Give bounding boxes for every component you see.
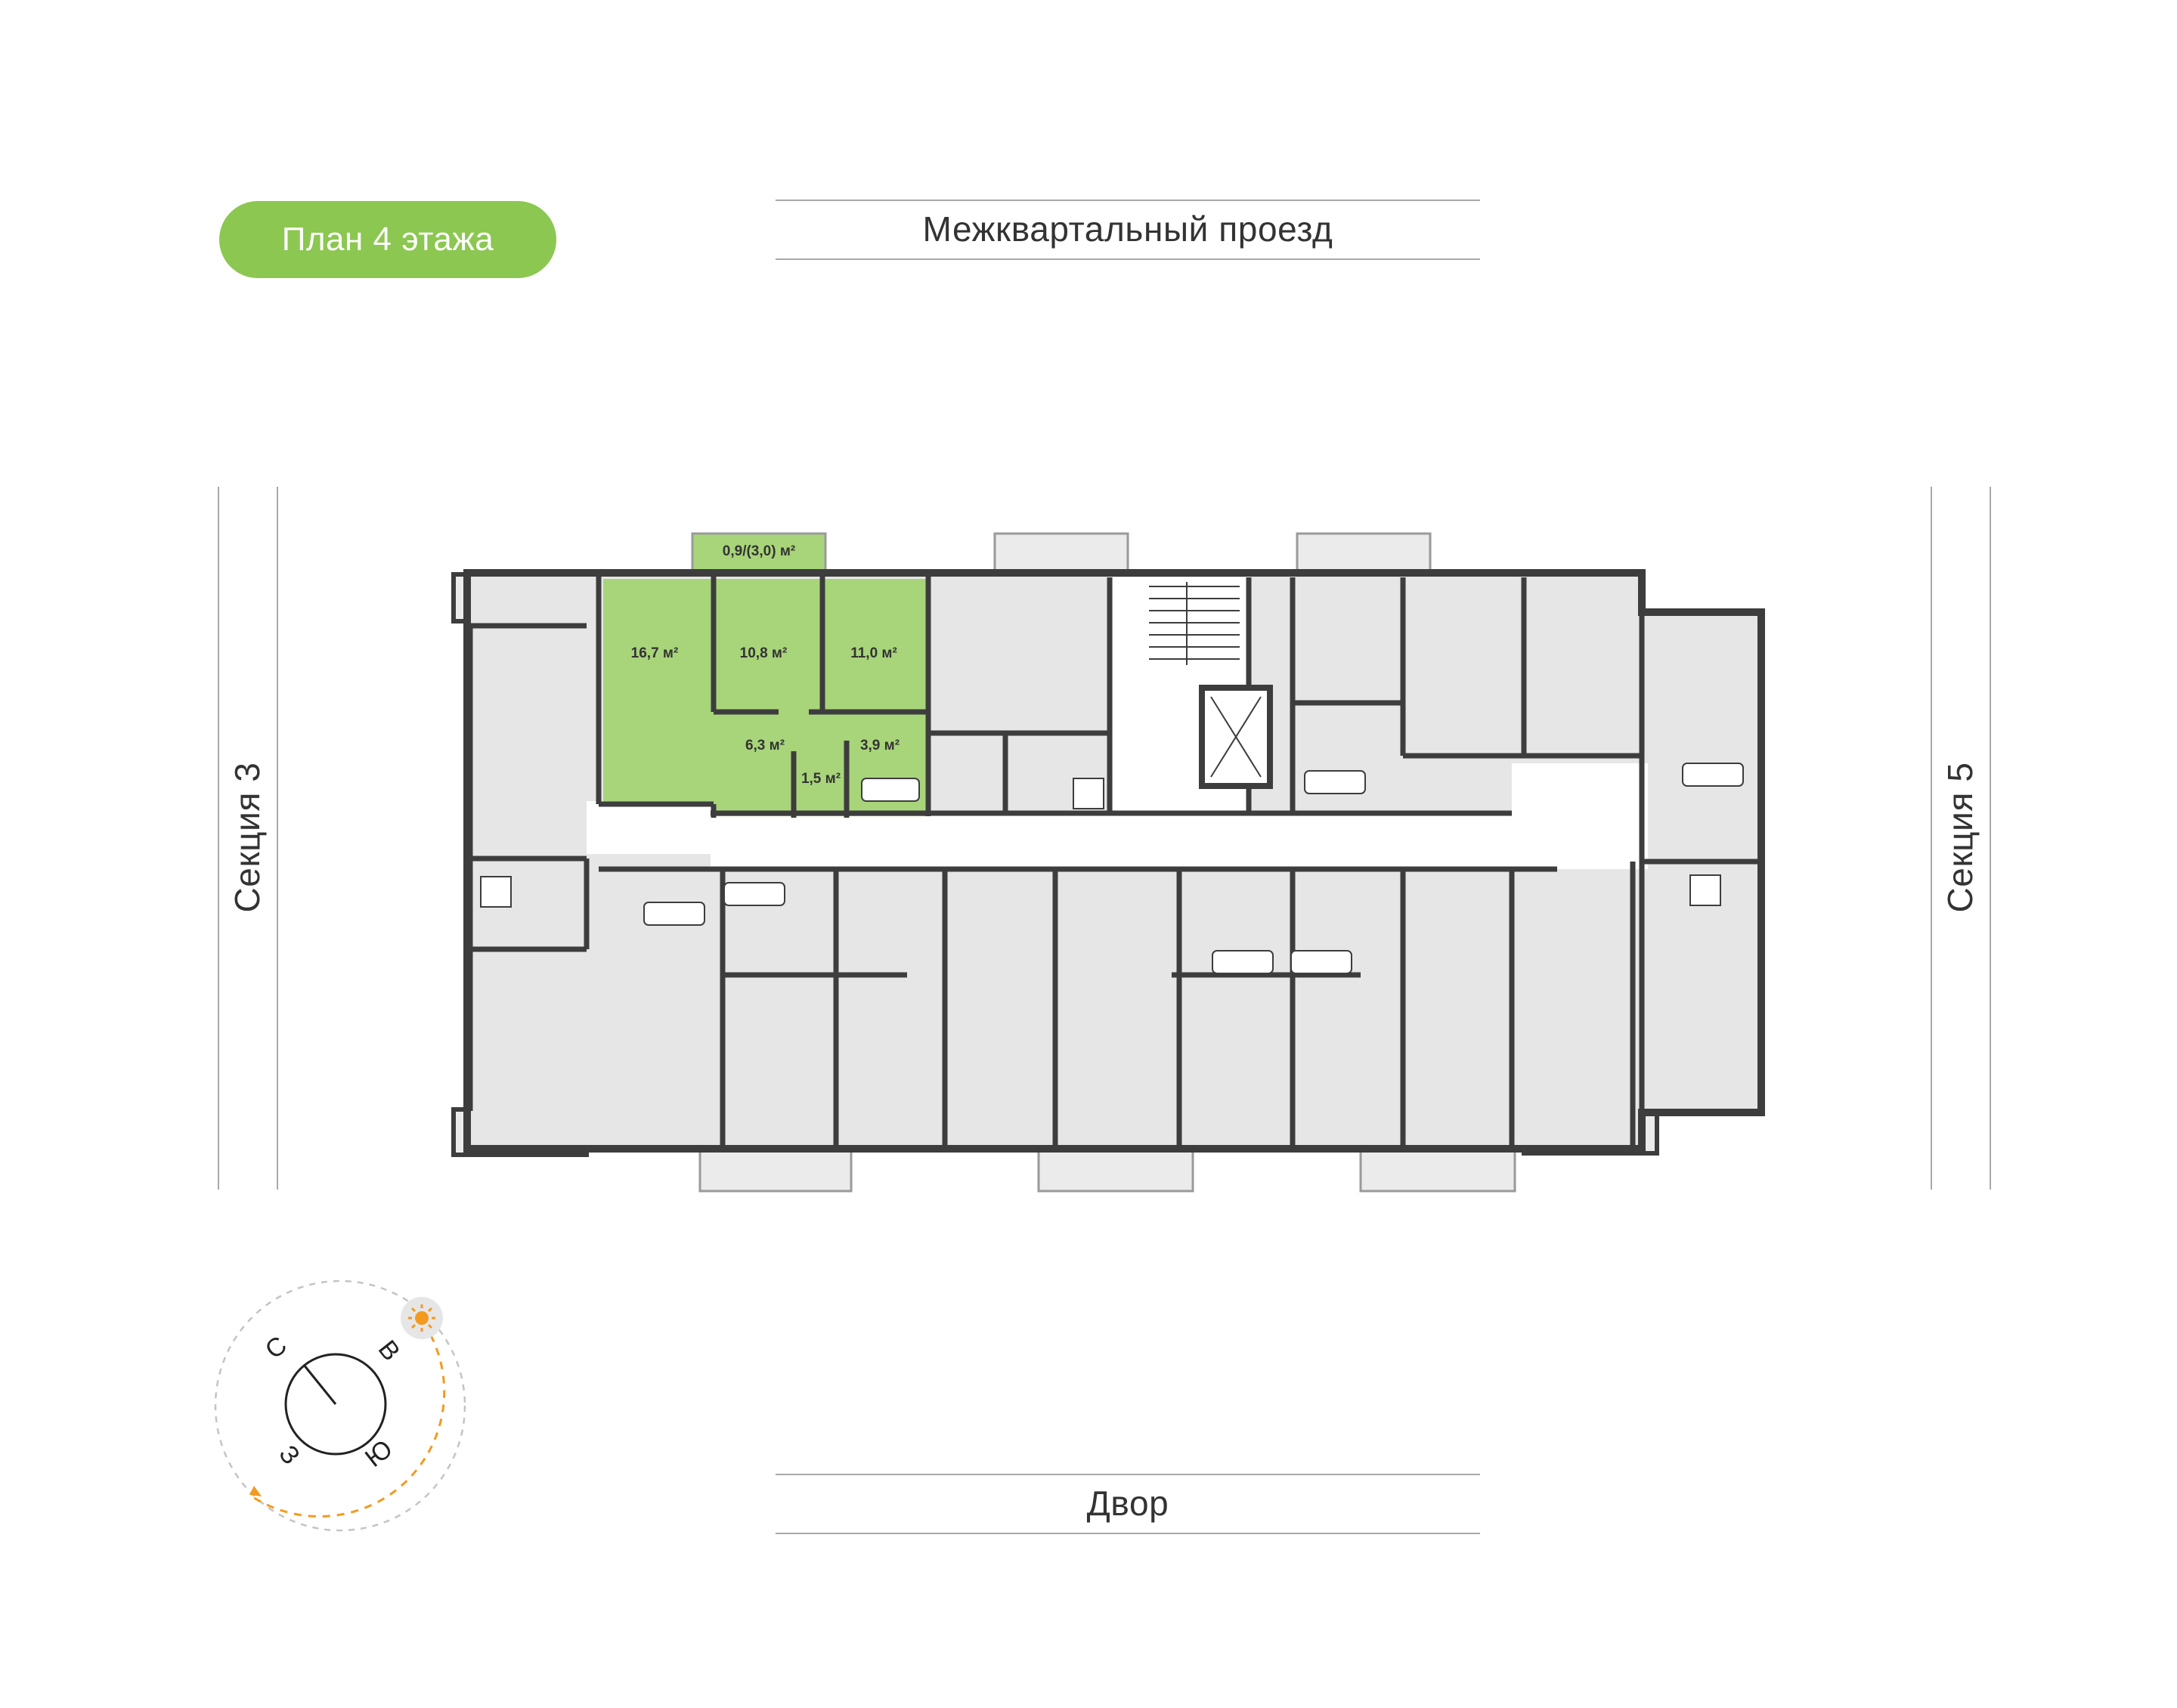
corridor-right (1512, 763, 1648, 869)
corridor-left (587, 801, 723, 854)
room-area-label: 1,5 м² (801, 771, 841, 787)
compass-dial (284, 1353, 387, 1456)
room-area-label: 16,7 м² (631, 645, 679, 661)
left-section-label: Секция 3 (228, 762, 267, 913)
sanitary-fixtures (480, 763, 1744, 974)
top-street-line-lower (776, 258, 1480, 260)
right-section-line-inner (1931, 487, 1932, 1190)
interior-walls-apartment (596, 576, 931, 818)
compass: С В Ю З (214, 1279, 466, 1532)
floor-badge: План 4 этажа (219, 201, 556, 278)
sun-path-arrow-icon (249, 1486, 262, 1496)
room-area-label: 10,8 м² (740, 645, 788, 661)
compass-north: С (260, 1331, 293, 1365)
top-street-label: Межквартальный проезд (922, 209, 1333, 249)
balcony-highlighted (691, 532, 827, 574)
balcony-top-2 (993, 532, 1129, 574)
left-section-line-outer (218, 487, 219, 1190)
room-area-label: 11,0 м² (850, 645, 897, 661)
left-section-line-inner (277, 487, 278, 1190)
compass-south: Ю (360, 1434, 398, 1473)
sun-rays (408, 1304, 435, 1332)
balcony-top-3 (1296, 532, 1432, 574)
compass-needle (302, 1364, 337, 1405)
bottom-street-line-lower (776, 1533, 1480, 1534)
balcony-bottom-1 (698, 1147, 853, 1193)
sun-path (249, 1322, 446, 1518)
compass-west: З (273, 1440, 305, 1470)
room-area-label: 3,9 м² (860, 738, 900, 753)
bottom-street-label: Двор (1086, 1484, 1169, 1523)
compass-orbit (214, 1279, 466, 1532)
balcony-area-label: 0,9/(3,0) м² (723, 543, 795, 559)
balcony-bottom-3 (1359, 1147, 1516, 1193)
balcony-bottom-2 (1037, 1147, 1194, 1193)
corridor (711, 815, 1572, 868)
bottom-street-line-upper (776, 1474, 1480, 1475)
room-area-label: 6,3 м² (745, 738, 785, 753)
right-section-label: Секция 5 (1940, 762, 1980, 913)
stairs (1149, 582, 1240, 665)
compass-east: В (373, 1335, 406, 1366)
floor-plan: 0,9/(3,0) м² 16,7 м² 10,8 м² 11,0 м² 6,3… (451, 532, 1765, 1193)
interior-walls (467, 577, 1761, 1149)
top-street-line-upper (776, 200, 1480, 201)
right-section-line-outer (1990, 487, 1991, 1190)
